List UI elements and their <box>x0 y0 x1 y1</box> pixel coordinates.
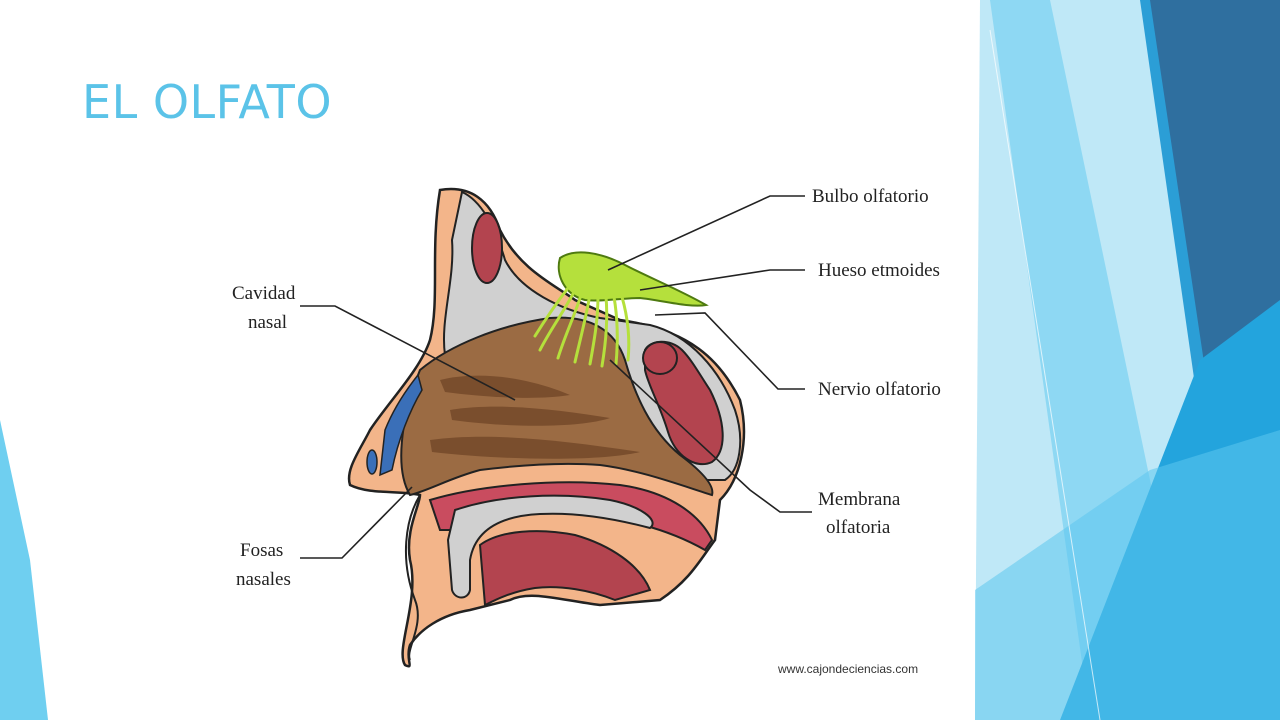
nostril-cartilage <box>366 449 378 475</box>
source-credit: www.cajondeciencias.com <box>777 662 918 676</box>
leader-etmoides <box>639 269 805 291</box>
label-nasal: nasal <box>248 312 287 333</box>
label-nasales: nasales <box>236 569 291 590</box>
deco-shard-glass <box>975 430 1280 720</box>
label-cavidad: Cavidad <box>232 283 296 304</box>
slide-title: EL OLFATO <box>82 75 333 129</box>
leader-nervio <box>654 312 805 390</box>
tongue <box>478 530 652 607</box>
leader-membrana <box>609 359 812 513</box>
nasal-concha-middle <box>450 406 610 426</box>
label-bulbo-olfatorio: Bulbo olfatorio <box>812 186 929 207</box>
nasal-concha-lower <box>430 436 640 459</box>
nasal-bone <box>379 373 423 477</box>
leader-lines <box>300 195 812 559</box>
label-membrana: Membrana <box>818 489 901 510</box>
label-nervio-olfatorio: Nervio olfatorio <box>818 379 941 400</box>
label-hueso-etmoides: Hueso etmoides <box>818 260 940 281</box>
olfactory-nerve-fibers <box>533 286 631 368</box>
deco-line <box>989 29 1101 720</box>
leader-fosas <box>300 486 413 559</box>
label-olfatoria: olfatoria <box>826 517 891 538</box>
deco-left-shard <box>0 420 48 720</box>
frontal-sinus <box>471 212 503 284</box>
palate-bone <box>446 494 654 599</box>
leader-bulbo <box>607 195 805 271</box>
nasal-concha-upper <box>440 375 570 398</box>
leader-cavidad <box>300 305 516 401</box>
sphenoid-sinus-small <box>642 341 678 375</box>
olfactory-bulb <box>557 251 709 307</box>
lip-outline <box>405 494 421 661</box>
label-fosas: Fosas <box>240 540 283 561</box>
